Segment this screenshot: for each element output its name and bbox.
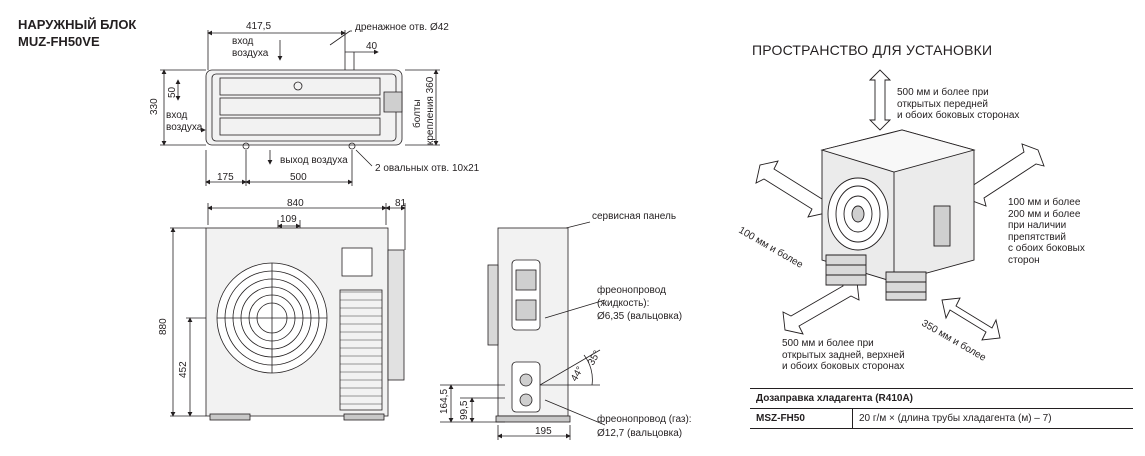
dim-452: 452 <box>178 361 189 378</box>
installation-title: ПРОСТРАНСТВО ДЛЯ УСТАНОВКИ <box>752 42 993 58</box>
bolts-label-2: крепления 360 <box>425 76 436 145</box>
angle-35: 35° <box>586 349 603 368</box>
installation-illustration <box>755 69 1045 341</box>
arrow-top <box>868 69 892 131</box>
dim-500: 500 <box>290 172 307 183</box>
bottom-clearance-note: 500 мм и более при открытых задней, верх… <box>782 338 905 373</box>
oval-holes-label: 2 овальных отв. 10x21 <box>375 163 480 174</box>
dim-50: 50 <box>167 86 178 98</box>
top-view-labels: 417,5 дренажное отв. Ø42 40 вход воздуха… <box>149 21 480 183</box>
front-view <box>170 203 406 421</box>
refrigerant-table: Дозаправка хладагента (R410A) MSZ-FH50 2… <box>750 388 1133 429</box>
top-note-1: 500 мм и более при <box>897 87 989 98</box>
dim-417-5: 417,5 <box>246 21 271 32</box>
bolts-label-1: болты <box>411 99 423 128</box>
angle-44: 44° <box>569 365 586 384</box>
right-clearance-note: 100 мм и более 200 мм и более при наличи… <box>1008 197 1085 266</box>
dim-81: 81 <box>395 198 407 209</box>
right-note-3: при наличии <box>1008 220 1067 231</box>
air-in-left-1: вход <box>166 110 188 121</box>
air-in-top-2: воздуха <box>232 48 269 59</box>
dim-175: 175 <box>217 172 234 183</box>
gas-pipe-2: Ø12,7 (вальцовка) <box>597 428 682 439</box>
bottom-note-1: 500 мм и более при <box>782 338 874 349</box>
dim-109: 109 <box>280 214 297 225</box>
right-note-5: с обоих боковых <box>1008 243 1085 254</box>
liquid-pipe-1: фреонопровод <box>597 284 666 296</box>
drain-hole-label: дренажное отв. Ø42 <box>355 22 449 33</box>
arrow-bottom-right <box>941 297 1001 341</box>
refrigerant-model: MSZ-FH50 <box>750 408 853 429</box>
dim-840: 840 <box>287 198 304 209</box>
front-view-labels: 840 81 109 880 452 <box>158 198 407 378</box>
gas-pipe-1: фреонопровод (газ): <box>597 413 692 425</box>
right-note-6: сторон <box>1008 254 1040 266</box>
title-block: НАРУЖНЫЙ БЛОК MUZ-FH50VE <box>18 16 136 50</box>
dim-40: 40 <box>366 41 378 52</box>
top-clearance-note: 500 мм и более при открытых передней и о… <box>897 87 1019 122</box>
top-note-2: открытых передней <box>897 98 988 110</box>
refrigerant-formula: 20 г/м × (длина трубы хладагента (м) – 7… <box>852 408 1133 429</box>
air-in-left-2: воздуха <box>166 122 203 133</box>
top-view <box>160 30 440 186</box>
right-note-4: препятствий <box>1008 231 1066 243</box>
dim-164-5: 164,5 <box>439 389 450 414</box>
dim-99-5: 99,5 <box>459 400 470 420</box>
title-line-1: НАРУЖНЫЙ БЛОК <box>18 17 137 32</box>
refrigerant-header-row: Дозаправка хладагента (R410A) <box>750 388 1133 409</box>
dim-880: 880 <box>158 318 169 335</box>
top-note-3: и обоих боковых сторонах <box>897 110 1020 121</box>
right-note-2: 200 мм и более <box>1008 208 1081 220</box>
bottom-note-2: открытых задней, верхней <box>782 349 905 361</box>
side-view <box>440 221 606 440</box>
air-in-top-1: вход <box>232 36 254 47</box>
right-note-1: 100 мм и более <box>1008 197 1081 208</box>
bottom-note-3: и обоих боковых сторонах <box>782 361 905 372</box>
liquid-pipe-2: (жидкость): <box>597 298 649 309</box>
liquid-pipe-3: Ø6,35 (вальцовка) <box>597 311 682 322</box>
service-panel-label: сервисная панель <box>592 211 676 222</box>
air-out-label: выход воздуха <box>280 155 348 166</box>
dim-330: 330 <box>149 98 160 115</box>
title-line-2: MUZ-FH50VE <box>18 34 100 49</box>
arrow-bottom-left <box>782 277 860 335</box>
refrigerant-row: MSZ-FH50 20 г/м × (длина трубы хладагент… <box>750 408 1133 429</box>
dim-195: 195 <box>535 426 552 437</box>
arrow-left <box>755 160 831 218</box>
refrigerant-header: Дозаправка хладагента (R410A) <box>750 388 1133 409</box>
